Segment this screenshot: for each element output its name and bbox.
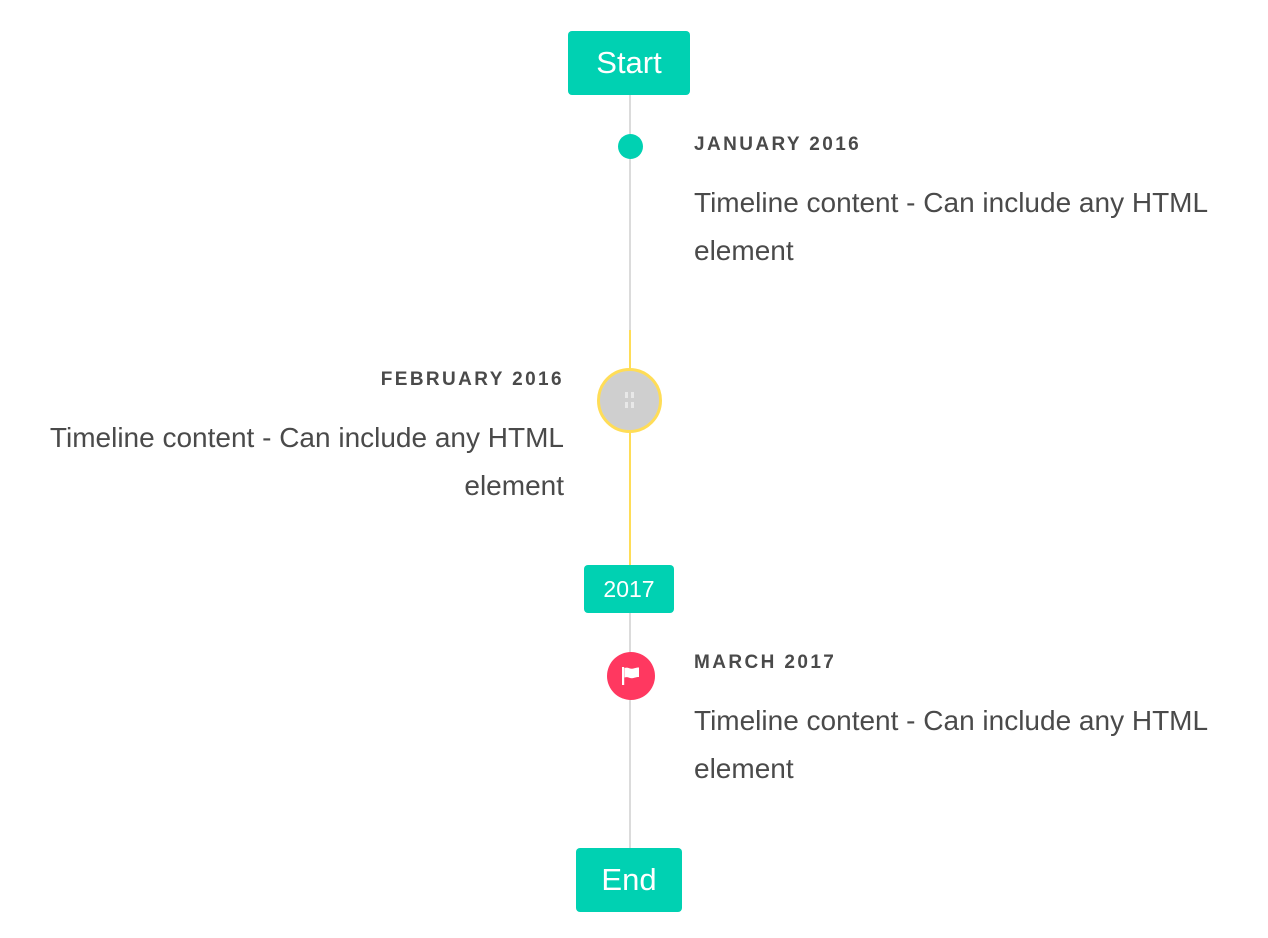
timeline-end-tag: End xyxy=(576,848,682,912)
end-label: End xyxy=(601,862,657,897)
timeline-item-content: Timeline content - Can include any HTML … xyxy=(49,422,564,501)
flag-icon xyxy=(622,667,639,685)
timeline-item-content: Timeline content - Can include any HTML … xyxy=(694,705,1208,784)
timeline-item-content: Timeline content - Can include any HTML … xyxy=(694,187,1208,266)
timeline-item-1: JANUARY 2016 Timeline content - Can incl… xyxy=(694,133,1254,275)
timeline-marker-dot xyxy=(618,134,643,159)
timeline-marker-image xyxy=(597,368,662,433)
timeline-line-segment-2 xyxy=(629,330,631,566)
timeline-line-segment-3 xyxy=(629,612,631,849)
timeline-item-heading: MARCH 2017 xyxy=(694,652,837,673)
timeline-line-segment-1 xyxy=(629,95,631,330)
year-label: 2017 xyxy=(603,575,655,602)
timeline-item-3: MARCH 2017 Timeline content - Can includ… xyxy=(694,651,1254,793)
timeline-start-tag: Start xyxy=(568,31,690,95)
timeline-item-heading: FEBRUARY 2016 xyxy=(380,369,564,390)
timeline-item-2: FEBRUARY 2016 Timeline content - Can inc… xyxy=(20,368,564,510)
timeline-item-heading: JANUARY 2016 xyxy=(694,134,862,155)
timeline-year-tag: 2017 xyxy=(584,565,674,613)
start-label: Start xyxy=(596,45,662,80)
timeline-marker-icon xyxy=(607,652,655,700)
image-placeholder-icon xyxy=(624,391,634,408)
